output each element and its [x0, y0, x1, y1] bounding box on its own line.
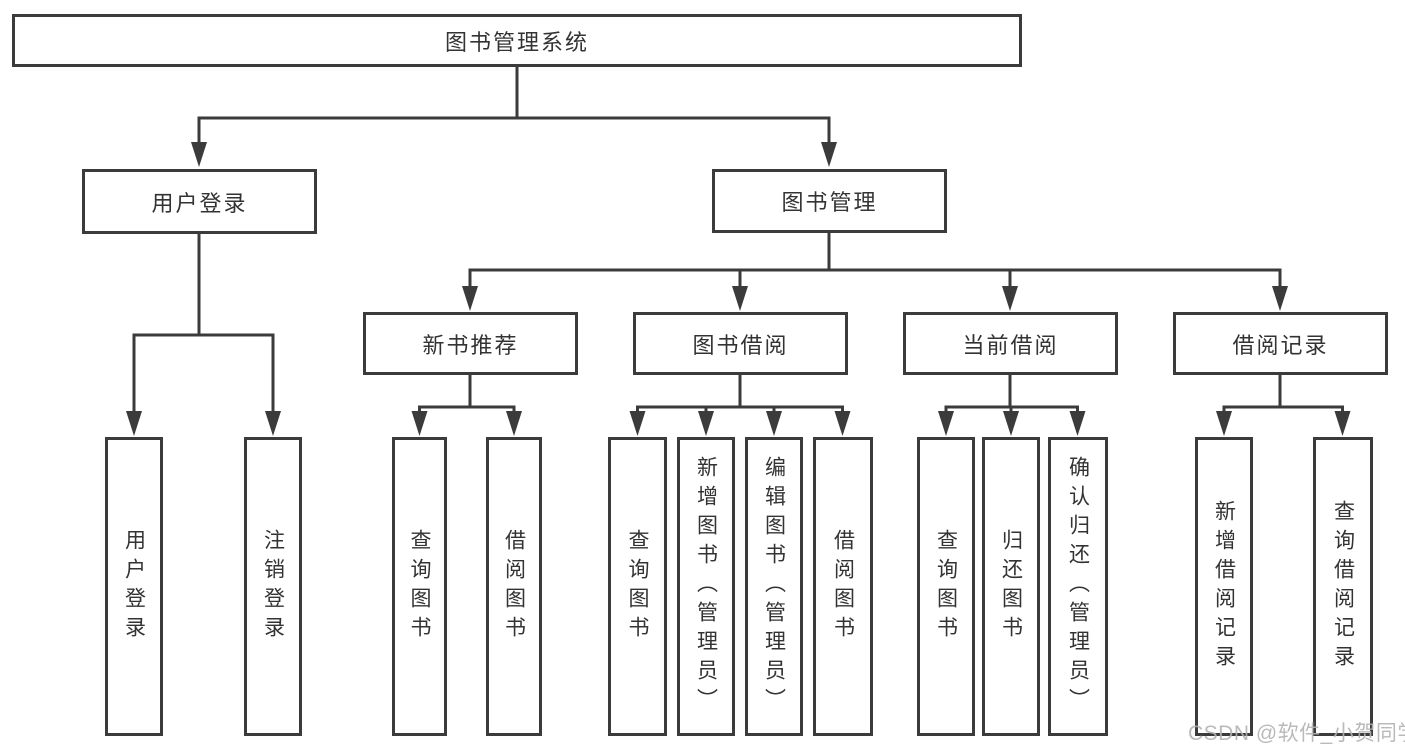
edge-borrow-children	[629, 375, 851, 436]
node-user-login: 用户登录	[82, 169, 317, 234]
leaf-recommend-query-book: 查询图书	[392, 437, 447, 736]
leaf-records-query-record: 查询借阅记录	[1313, 437, 1373, 736]
leaf-current-return-book: 归还图书	[982, 437, 1040, 736]
edge-line	[132, 234, 275, 414]
leaf-borrow-borrow-book: 借阅图书	[813, 437, 873, 736]
arrowhead	[265, 411, 281, 436]
edge-current-children	[938, 375, 1086, 436]
arrowhead	[462, 286, 478, 311]
edge-line	[468, 233, 1282, 289]
edge-book-mgmt-children	[462, 233, 1288, 311]
arrowhead	[1003, 411, 1019, 436]
arrowhead	[411, 411, 428, 436]
leaf-user-login: 用户登录	[105, 437, 163, 736]
edge-user-login-children	[126, 234, 281, 436]
leaf-borrow-add-book-admin: 新增图书（管理员）	[677, 437, 735, 736]
arrowhead	[821, 142, 837, 167]
arrowhead	[1002, 286, 1018, 311]
leaf-recommend-borrow-book: 借阅图书	[486, 437, 542, 736]
arrowhead	[1216, 411, 1232, 436]
csdn-watermark: CSDN @软件_小贺同学	[1188, 722, 1405, 745]
arrowhead	[506, 411, 522, 436]
edge-root-children	[191, 66, 837, 167]
arrowhead	[126, 411, 142, 436]
leaf-borrow-query-book: 查询图书	[608, 437, 667, 736]
edge-line	[944, 375, 1079, 415]
edge-recommend-children	[411, 375, 522, 436]
arrowhead	[629, 411, 646, 436]
node-book-borrow: 图书借阅	[633, 312, 848, 375]
leaf-borrow-edit-book-admin: 编辑图书（管理员）	[745, 437, 803, 736]
leaf-records-add-record: 新增借阅记录	[1195, 437, 1253, 736]
leaf-current-confirm-return-admin: 确认归还（管理员）	[1048, 437, 1108, 736]
arrowhead	[834, 411, 851, 436]
edge-records-children	[1216, 375, 1351, 436]
edge-line	[197, 66, 831, 145]
arrowhead	[191, 142, 207, 167]
arrowhead	[938, 411, 954, 436]
node-new-book-recommend: 新书推荐	[363, 312, 578, 375]
arrowhead	[732, 286, 748, 311]
arrowhead	[1272, 286, 1288, 311]
arrowhead	[698, 411, 714, 436]
edge-line	[1222, 375, 1344, 415]
node-book-management: 图书管理	[712, 169, 947, 233]
edge-line	[636, 375, 844, 415]
arrowhead	[1334, 411, 1351, 436]
node-current-borrow: 当前借阅	[903, 312, 1118, 375]
node-borrow-records: 借阅记录	[1173, 312, 1388, 375]
leaf-logout: 注销登录	[244, 437, 302, 736]
arrowhead	[766, 411, 782, 436]
leaf-current-query-book: 查询图书	[917, 437, 975, 736]
edge-line	[418, 375, 516, 415]
node-root: 图书管理系统	[12, 14, 1022, 67]
arrowhead	[1069, 411, 1086, 436]
